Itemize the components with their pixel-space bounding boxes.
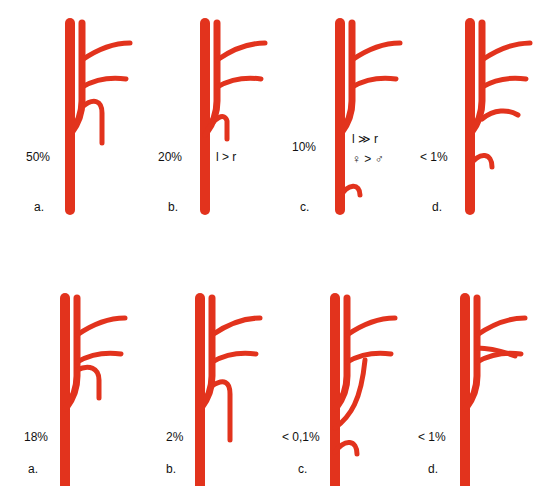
variant-a xyxy=(70,23,130,210)
variant-label: d. xyxy=(428,462,438,476)
variant-label: < 0,1% xyxy=(282,430,320,444)
variant-label: c. xyxy=(298,462,307,476)
variant-label: < 1% xyxy=(418,430,446,444)
variant-b xyxy=(205,23,265,210)
variant-label: a. xyxy=(34,200,44,214)
variant-label: l ≫ r xyxy=(352,132,378,146)
variant-label: 50% xyxy=(26,150,50,164)
variant-b2 xyxy=(200,298,260,485)
variant-label: 18% xyxy=(24,430,48,444)
variant-label: c. xyxy=(300,200,309,214)
variant-label: l > r xyxy=(216,150,236,164)
variant-label: 20% xyxy=(158,150,182,164)
variant-label: ♀ > ♂ xyxy=(352,152,384,166)
variant-label: a. xyxy=(28,462,38,476)
variant-label: 10% xyxy=(292,140,316,154)
variant-label: b. xyxy=(166,462,176,476)
variant-d xyxy=(470,23,530,210)
variant-c2 xyxy=(335,298,395,485)
variant-a2 xyxy=(65,298,125,485)
variant-label: < 1% xyxy=(420,150,448,164)
variant-d2 xyxy=(465,298,525,485)
variant-label: b. xyxy=(168,200,178,214)
variant-c xyxy=(340,23,400,210)
variant-label: 2% xyxy=(166,430,183,444)
variant-label: d. xyxy=(432,200,442,214)
